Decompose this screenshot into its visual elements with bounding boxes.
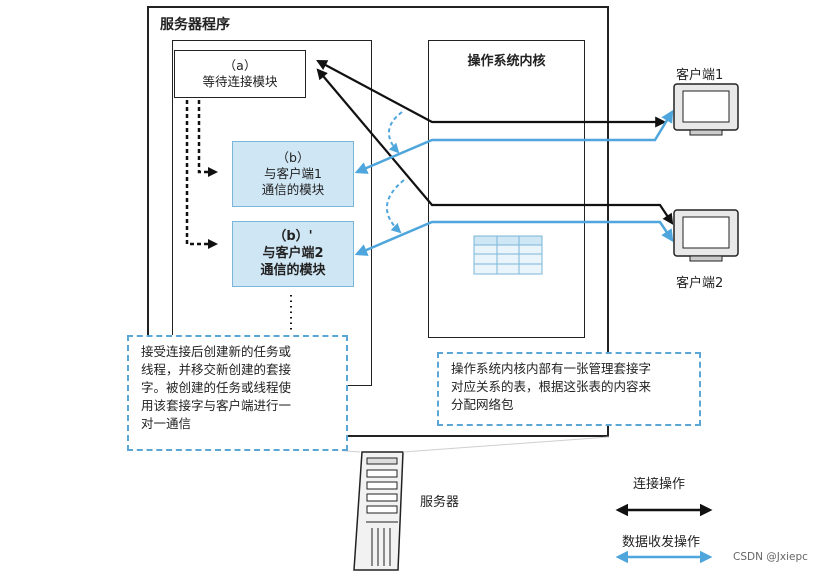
module-b2-label-1: 与客户端2 <box>262 246 324 261</box>
server-label: 服务器 <box>420 495 460 510</box>
module-b2-tag: （b）' <box>273 229 313 244</box>
module-a-wait-connection: （a） 等待连接模块 <box>174 50 306 98</box>
module-b-label-2: 通信的模块 <box>261 182 325 197</box>
client1-monitor-icon <box>673 83 739 136</box>
module-b2-client2: （b）' 与客户端2 通信的模块 <box>232 221 354 287</box>
client2-label: 客户端2 <box>676 276 724 291</box>
note-right-line: 对应关系的表，根据这张表的内容来 <box>451 379 652 394</box>
connect-arrow-client2 <box>316 68 674 225</box>
note-left-line: 对一通信 <box>141 416 192 431</box>
module-b-label-1: 与客户端1 <box>264 166 322 181</box>
legend-data-label: 数据收发操作 <box>622 535 701 550</box>
module-a-tag: （a） <box>223 58 257 73</box>
note-right-socket-table: 操作系统内核内部有一张管理套接字 对应关系的表，根据这张表的内容来 分配网络包 <box>437 352 701 426</box>
data-arrow-client2 <box>354 220 674 256</box>
server-program-title: 服务器程序 <box>160 17 230 33</box>
server-tower-icon <box>353 451 404 571</box>
note-left-line: 字。被创建的任务或线程使 <box>141 380 292 395</box>
note-right-line: 操作系统内核内部有一张管理套接字 <box>451 361 652 376</box>
credit-watermark: CSDN @Jxiepc <box>733 551 808 563</box>
note-left-task-handoff: 接受连接后创建新的任务或 线程，并移交新创建的套接 字。被创建的任务或线程使 用… <box>127 335 348 451</box>
note-right-line: 分配网络包 <box>451 397 514 412</box>
kernel-dispatch-curve-1 <box>388 111 403 154</box>
client2-monitor-icon <box>673 209 739 262</box>
note-left-line: 接受连接后创建新的任务或 <box>141 344 292 359</box>
handoff-arrow-1 <box>197 100 218 177</box>
legend-connect-label: 连接操作 <box>633 477 686 492</box>
handoff-arrow-2 <box>185 100 218 249</box>
connect-arrow-client1 <box>316 59 667 128</box>
module-b2-label-2: 通信的模块 <box>260 263 326 278</box>
client1-label: 客户端1 <box>676 68 724 83</box>
note-left-line: 线程，并移交新创建的套接 <box>141 362 292 377</box>
data-arrow-client1 <box>354 109 674 174</box>
kernel-dispatch-curve-2 <box>385 179 405 234</box>
module-b-tag: （b） <box>276 150 310 165</box>
note-left-line: 用该套接字与客户端进行一 <box>141 398 292 413</box>
socket-table <box>473 235 543 275</box>
module-a-label: 等待连接模块 <box>202 74 278 89</box>
